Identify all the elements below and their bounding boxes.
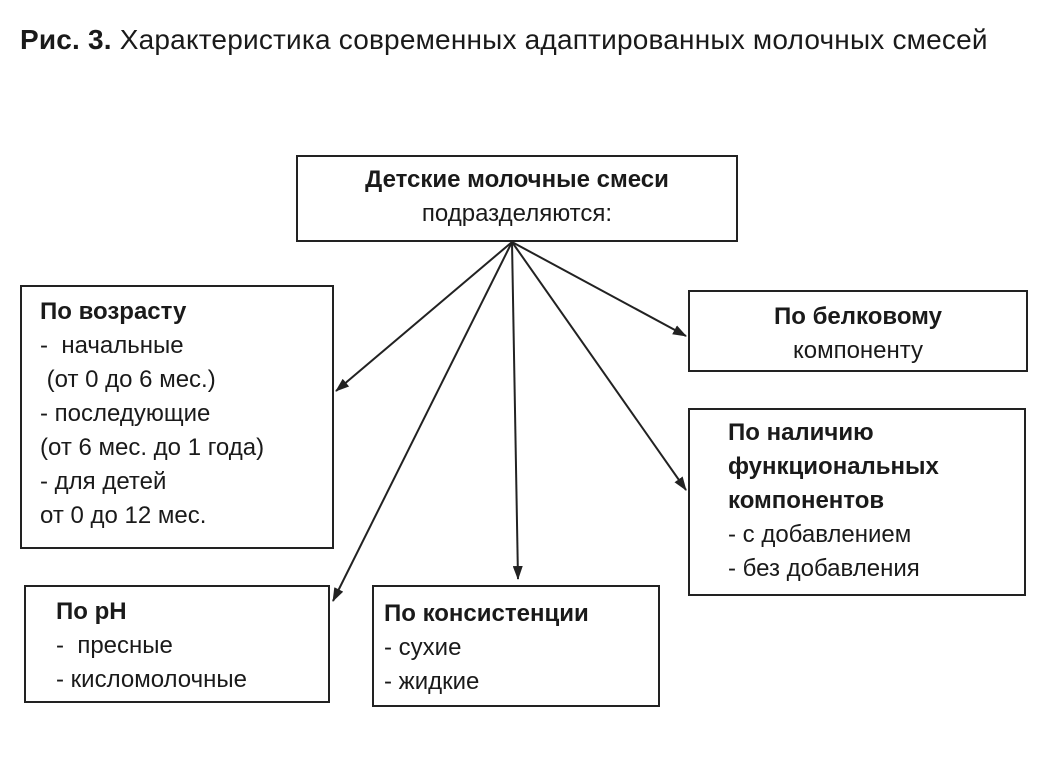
age-line: - для детей bbox=[40, 468, 167, 495]
figure-title: Характеристика современных адаптированны… bbox=[119, 24, 988, 55]
root-box: Детские молочные смеси подразделяются: bbox=[296, 155, 738, 242]
consistency-line: - жидкие bbox=[384, 668, 480, 695]
consistency-title: По консистенции bbox=[384, 600, 589, 627]
protein-box: По белковому компоненту bbox=[688, 290, 1028, 372]
arrow-to-consistency bbox=[511, 241, 523, 580]
age-line: - последующие bbox=[40, 400, 211, 427]
functional-title-line: По наличию bbox=[728, 419, 874, 446]
ph-title: По pH bbox=[56, 598, 127, 625]
consistency-line: - сухие bbox=[384, 634, 462, 661]
functional-line: - с добавлением bbox=[728, 521, 912, 548]
age-title: По возрасту bbox=[40, 298, 187, 325]
arrow-to-age bbox=[335, 241, 513, 392]
age-line: - начальные bbox=[40, 332, 184, 359]
age-line: от 0 до 12 мес. bbox=[40, 502, 207, 529]
figure-label: Рис. 3. bbox=[20, 24, 112, 55]
ph-line: - пресные bbox=[56, 632, 173, 659]
figure-caption: Рис. 3. Характеристика современных адапт… bbox=[20, 22, 1020, 58]
functional-line: - без добавления bbox=[728, 555, 920, 582]
age-line: (от 6 мес. до 1 года) bbox=[40, 434, 265, 461]
functional-box: По наличию функциональных компонентов - … bbox=[688, 408, 1026, 596]
arrow-to-ph bbox=[332, 241, 513, 602]
protein-subtitle: компоненту bbox=[792, 337, 924, 364]
ph-box: По pH - пресные - кисломолочные bbox=[24, 585, 330, 703]
root-subtitle: подразделяются: bbox=[421, 200, 613, 227]
ph-line: - кисломолочные bbox=[56, 666, 247, 693]
protein-title: По белковому bbox=[774, 303, 942, 330]
functional-title-line: компонентов bbox=[728, 487, 885, 514]
root-title: Детские молочные смеси bbox=[365, 166, 669, 193]
consistency-box: По консистенции - сухие - жидкие bbox=[372, 585, 660, 707]
arrow-to-functional bbox=[511, 241, 687, 491]
age-line: (от 0 до 6 мес.) bbox=[40, 366, 216, 393]
functional-title-line: функциональных bbox=[728, 453, 939, 480]
arrow-to-protein bbox=[511, 241, 687, 337]
age-box: По возрасту - начальные (от 0 до 6 мес.)… bbox=[20, 285, 334, 549]
